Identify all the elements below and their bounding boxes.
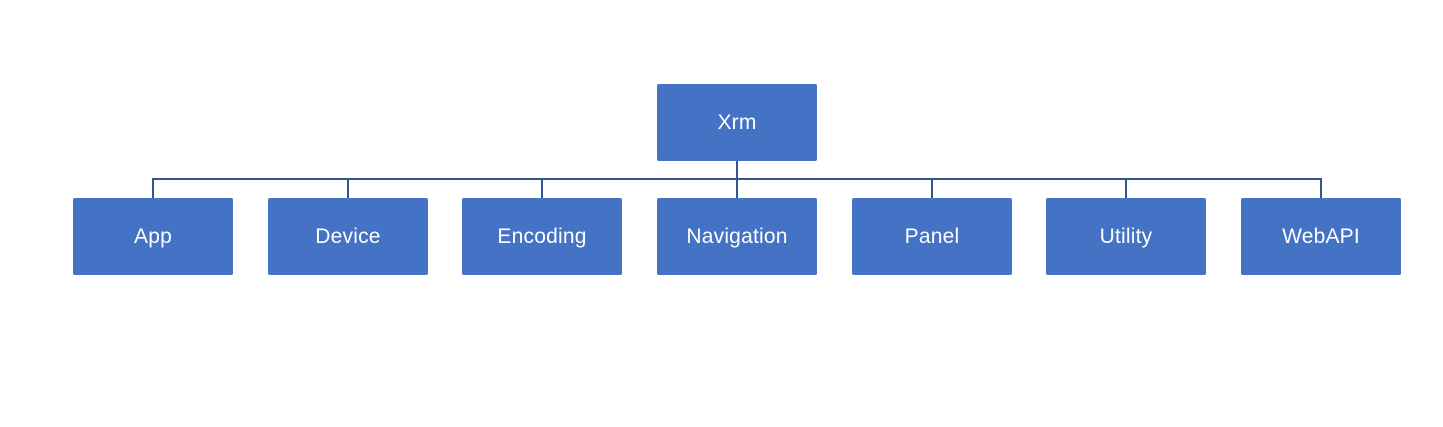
connector-stub-app bbox=[152, 178, 154, 199]
node-webapi: WebAPI bbox=[1241, 198, 1401, 275]
node-app-label: App bbox=[134, 225, 172, 248]
node-panel-label: Panel bbox=[904, 225, 960, 248]
connector-root-stub bbox=[736, 161, 738, 179]
node-xrm-label: Xrm bbox=[717, 111, 757, 134]
node-xrm: Xrm bbox=[657, 84, 817, 161]
node-encoding: Encoding bbox=[462, 198, 622, 275]
connector-stub-encoding bbox=[541, 178, 543, 199]
node-webapi-label: WebAPI bbox=[1282, 225, 1360, 248]
node-app: App bbox=[73, 198, 233, 275]
connector-stub-device bbox=[347, 178, 349, 199]
node-panel: Panel bbox=[852, 198, 1012, 275]
node-utility: Utility bbox=[1046, 198, 1206, 275]
node-device-label: Device bbox=[315, 225, 381, 248]
connector-stub-webapi bbox=[1320, 178, 1322, 199]
connector-stub-navigation bbox=[736, 178, 738, 199]
connector-stub-panel bbox=[931, 178, 933, 199]
node-device: Device bbox=[268, 198, 428, 275]
node-navigation-label: Navigation bbox=[686, 225, 788, 248]
node-utility-label: Utility bbox=[1099, 225, 1153, 248]
connector-stub-utility bbox=[1125, 178, 1127, 199]
node-navigation: Navigation bbox=[657, 198, 817, 275]
node-encoding-label: Encoding bbox=[497, 225, 587, 248]
